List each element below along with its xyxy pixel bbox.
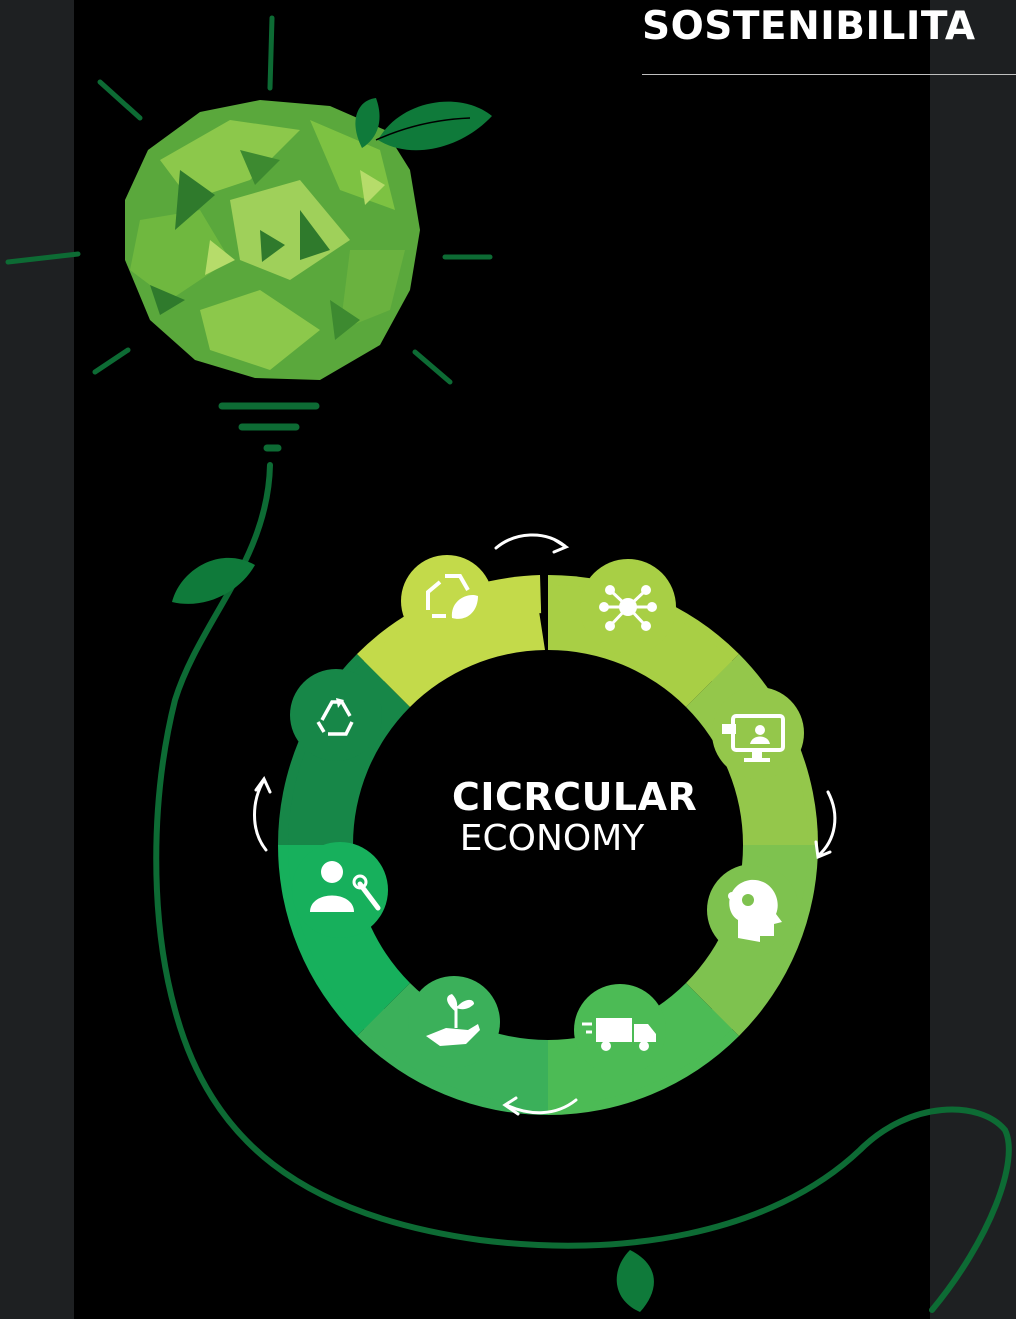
bulb-leaves — [355, 98, 492, 151]
delivery-truck-icon — [582, 1018, 656, 1051]
cycle-arrows — [253, 533, 837, 1116]
arrow-top-head — [552, 538, 570, 554]
computer-user-icon — [722, 714, 785, 762]
arrow-right-head — [814, 840, 832, 860]
bubble-hand-plant — [408, 976, 500, 1068]
page-title: SOSTENIBILITA — [642, 4, 976, 49]
title-underline — [642, 74, 1016, 75]
network-nodes-icon — [599, 585, 657, 631]
user-wrench-icon — [310, 861, 381, 912]
arrow-right — [816, 790, 837, 858]
bulb-base — [218, 402, 320, 452]
bubble-user-wrench — [292, 842, 388, 938]
center-circle — [378, 675, 718, 1015]
arrow-bottom — [504, 1098, 578, 1115]
recycle-icon — [316, 698, 354, 736]
center-subtitle: ECONOMY — [459, 818, 645, 859]
crumpled-paper-bulb — [125, 100, 420, 380]
center-title: CICRCULAR — [452, 775, 698, 819]
hand-plant-icon — [426, 994, 480, 1046]
bulb-rays — [5, 15, 493, 385]
arrow-bottom-head — [502, 1096, 520, 1116]
arrow-left — [253, 778, 268, 852]
vine-leaf-upper — [172, 557, 255, 604]
vine-leaf-lower — [616, 1250, 654, 1312]
bubble-recycle — [290, 669, 382, 761]
left-margin-panel — [0, 0, 74, 1319]
vine-stem — [153, 462, 1012, 1313]
arrow-left-head — [254, 776, 272, 794]
recycle-leaf-icon — [426, 574, 470, 618]
bubble-recycle-leaf — [401, 555, 493, 647]
head-gears-icon — [728, 879, 782, 942]
leaf-icon — [451, 594, 478, 619]
center-label: CICRCULAR ECONOMY — [452, 775, 698, 859]
